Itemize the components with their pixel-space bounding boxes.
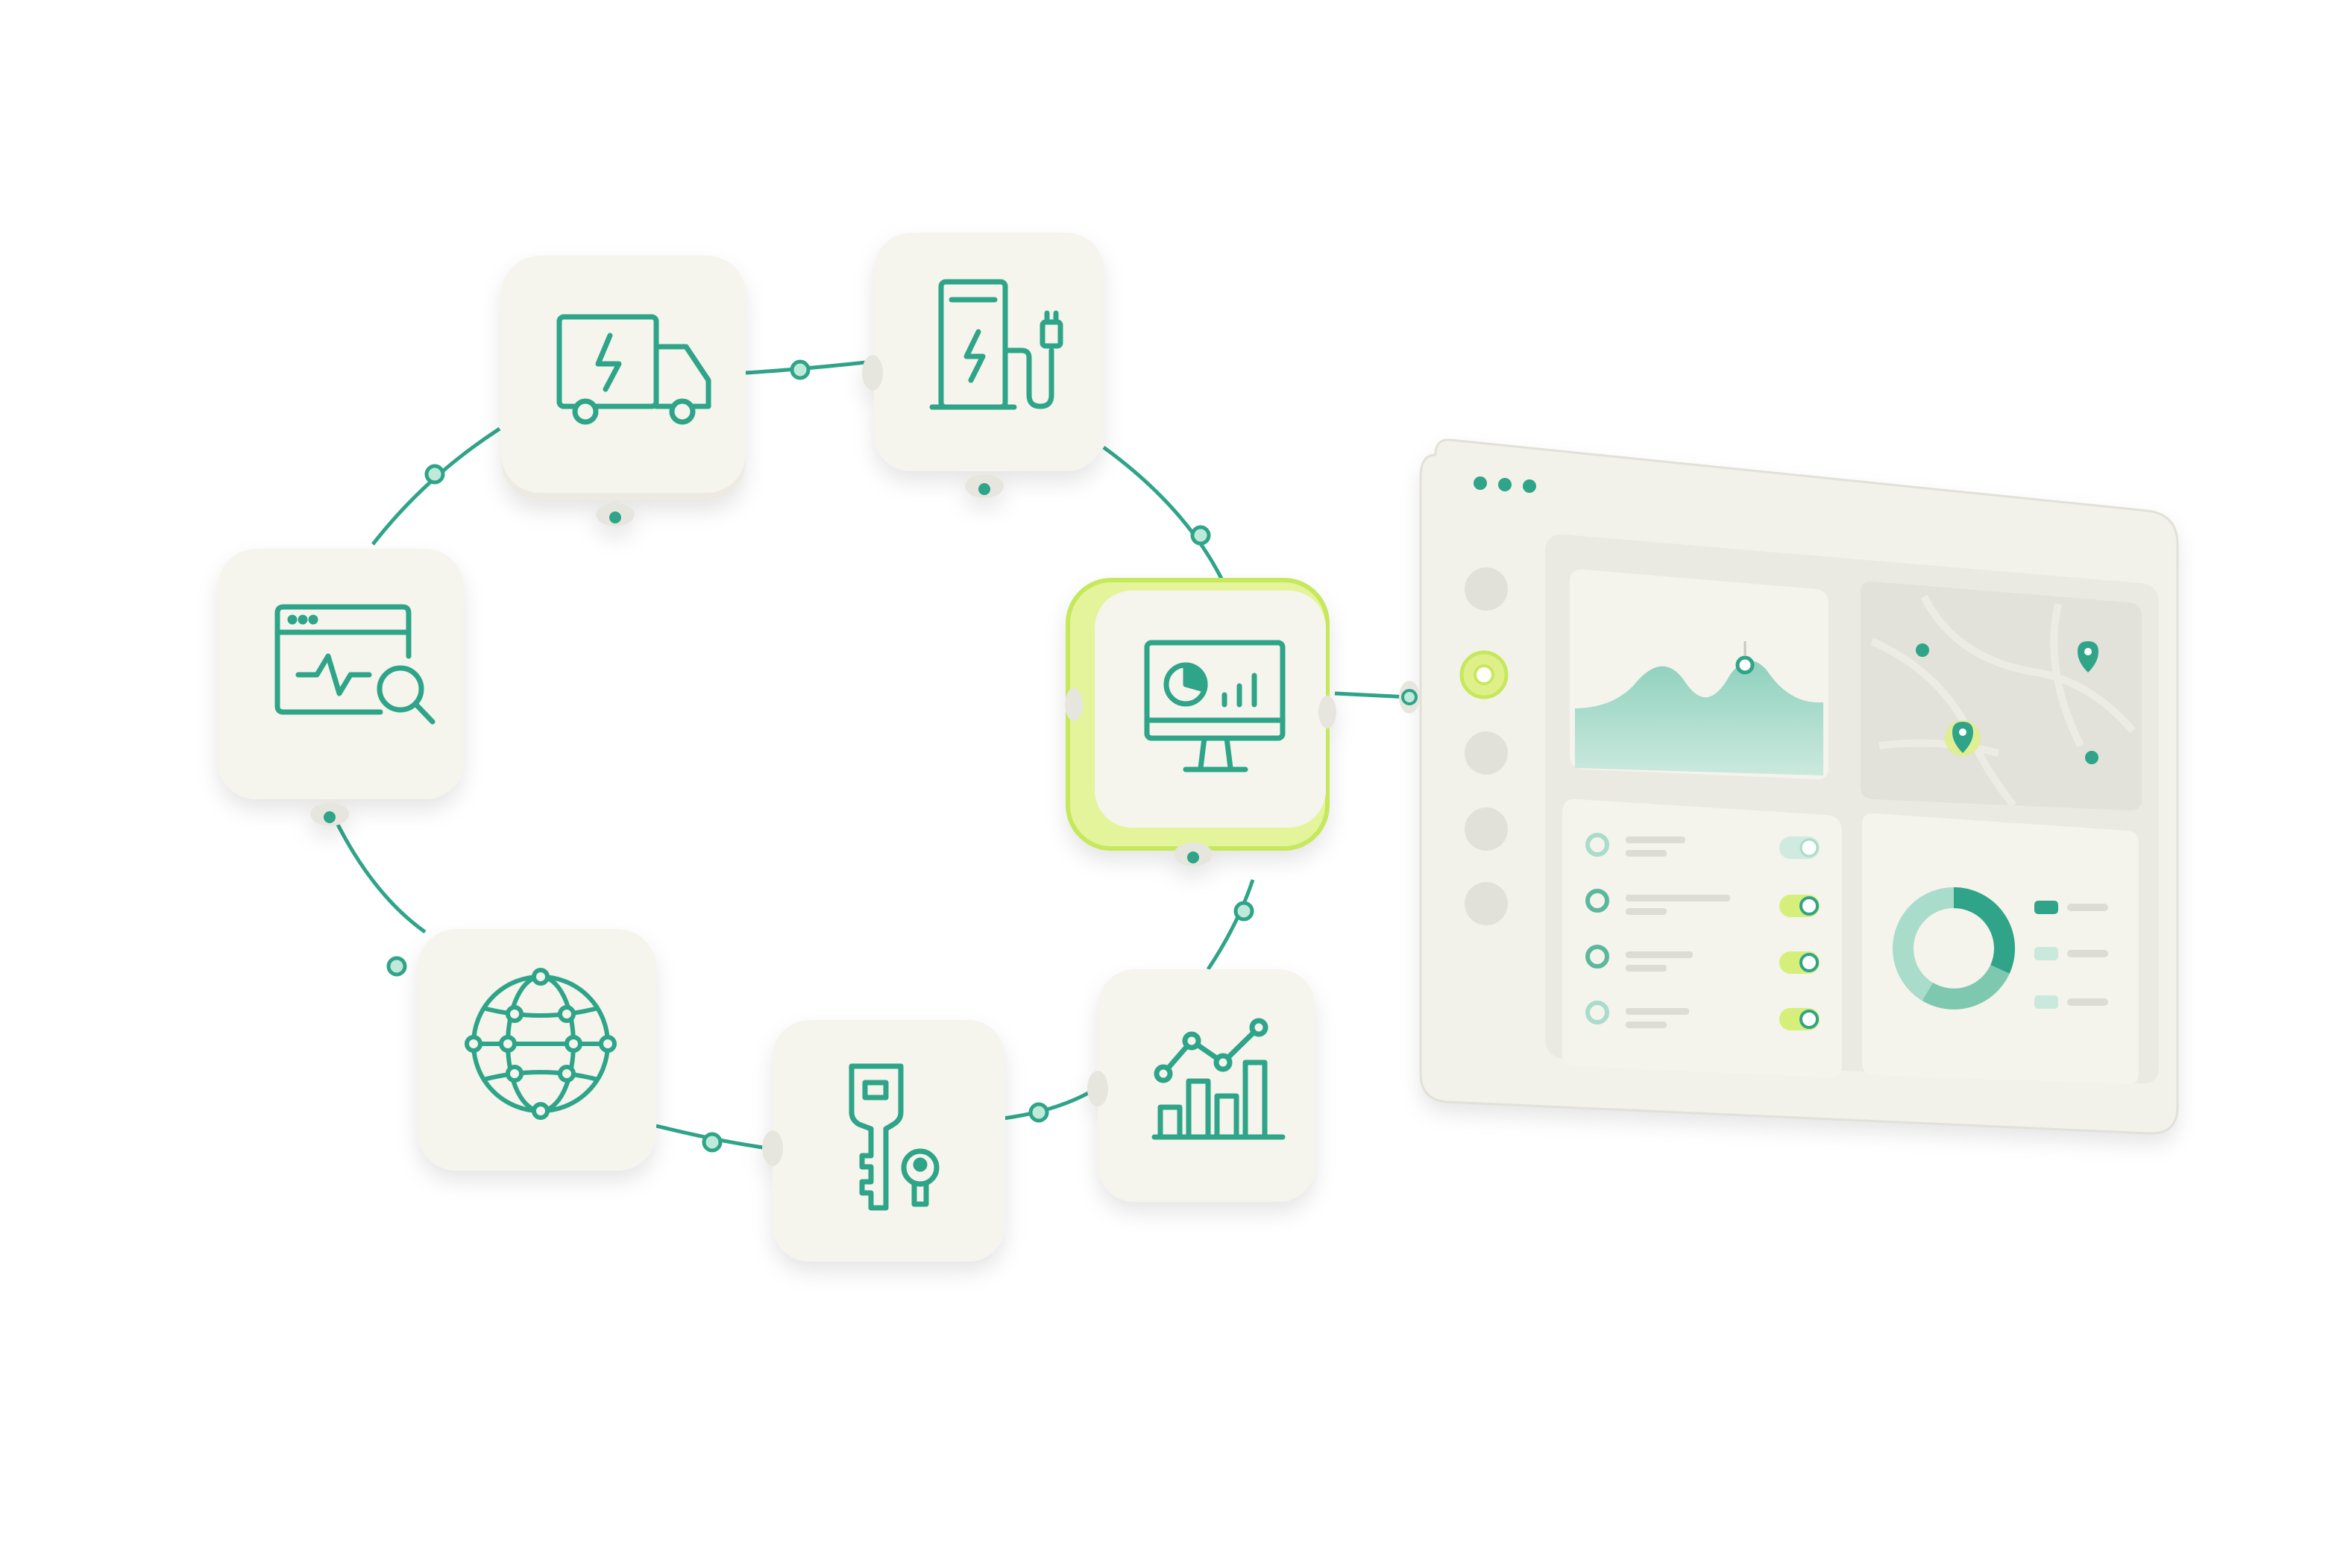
- electric-truck-icon: [556, 314, 711, 425]
- sidebar-item[interactable]: [1465, 882, 1508, 925]
- window-dot: [1474, 476, 1487, 490]
- donut-chart-card[interactable]: [1862, 813, 2139, 1085]
- list-row[interactable]: [1585, 945, 1820, 974]
- map-card[interactable]: [1861, 581, 2142, 811]
- list-row[interactable]: [1585, 889, 1820, 917]
- link-globe-browser: [333, 819, 427, 934]
- map-pin: [2078, 641, 2098, 673]
- browser-search-pulse-icon: [274, 604, 436, 725]
- window-dot: [1498, 478, 1512, 491]
- key-icon: [849, 1063, 940, 1211]
- donut-chart: [1893, 887, 2016, 1010]
- link-chart-key: [1002, 1086, 1098, 1121]
- settings-list-card[interactable]: [1562, 799, 1842, 1078]
- donut-legend: [2034, 901, 2108, 1009]
- ev-charging-station-icon: [929, 279, 1063, 410]
- node-dashboard-monitor[interactable]: [1065, 578, 1336, 866]
- monitor-analytics-icon: [1144, 640, 1286, 772]
- node-charging-station[interactable]: [862, 233, 1104, 498]
- node-web-monitoring[interactable]: [218, 549, 464, 826]
- link-browser-truck: [371, 426, 501, 546]
- link-charger-monitor: [1102, 445, 1225, 583]
- node-access-key[interactable]: [762, 1020, 1005, 1262]
- node-global-network[interactable]: [418, 929, 656, 1171]
- node-growth-chart[interactable]: [1087, 969, 1315, 1202]
- dashboard-window: [1419, 438, 2179, 1135]
- area-chart-fill: [1575, 661, 1823, 775]
- dashboard-sidebar: [1459, 567, 1509, 925]
- sidebar-item[interactable]: [1465, 807, 1508, 851]
- ring-bead: [386, 956, 407, 977]
- ring-bead: [1190, 525, 1211, 546]
- ring-bead: [790, 359, 811, 380]
- bar-line-chart-icon: [1151, 1018, 1286, 1140]
- area-chart-marker: [1735, 655, 1755, 675]
- map-pin-active: [1945, 720, 1981, 756]
- window-controls: [1474, 476, 1536, 493]
- area-chart-card[interactable]: [1570, 569, 1829, 780]
- sidebar-item[interactable]: [1465, 567, 1508, 611]
- list-row[interactable]: [1585, 833, 1820, 859]
- link-monitor-chart: [1206, 879, 1255, 971]
- ring-bead: [1028, 1102, 1049, 1123]
- ring-bead: [424, 464, 445, 485]
- ring-bead: [702, 1132, 723, 1153]
- window-dot: [1523, 479, 1536, 493]
- map-dot: [2085, 751, 2098, 764]
- sidebar-item[interactable]: [1465, 731, 1508, 775]
- ring-beads: [386, 359, 1254, 1153]
- ring-bead: [1233, 901, 1254, 922]
- list-row[interactable]: [1585, 1001, 1820, 1030]
- node-electric-truck[interactable]: [501, 256, 746, 526]
- map-dot: [1916, 643, 1929, 657]
- dashboard-connector: [1399, 681, 1420, 714]
- link-monitor-dashboard: [1334, 691, 1410, 699]
- globe-network-icon: [465, 968, 617, 1120]
